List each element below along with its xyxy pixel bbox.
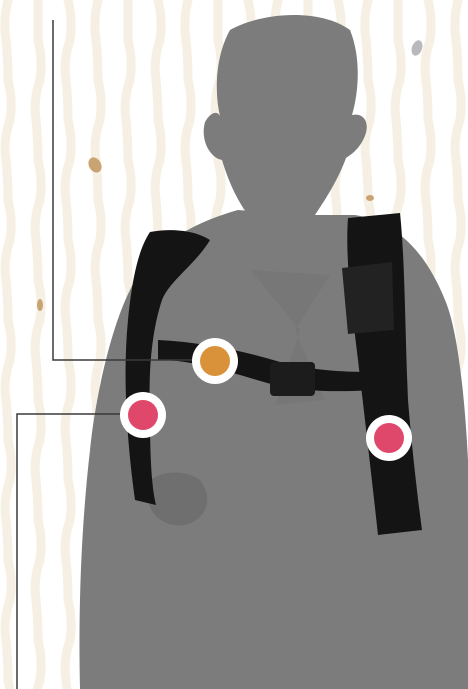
- head: [204, 15, 367, 225]
- chest-strap-buckle: [270, 362, 315, 396]
- hotspot-left-shoulder-strap[interactable]: [120, 392, 166, 438]
- texture-stripe: [35, 0, 41, 689]
- speck-brown: [366, 195, 374, 201]
- hotspot-chest-strap[interactable]: [192, 338, 238, 384]
- circle-marker-icon: [128, 400, 158, 430]
- hotspot-right-shoulder-strap[interactable]: [366, 415, 412, 461]
- circle-marker-icon: [374, 423, 404, 453]
- right-strap-webbing: [342, 262, 394, 334]
- circle-marker-icon: [200, 346, 230, 376]
- speck-brown: [37, 299, 43, 311]
- texture-stripe: [5, 0, 11, 689]
- texture-stripe: [65, 0, 71, 689]
